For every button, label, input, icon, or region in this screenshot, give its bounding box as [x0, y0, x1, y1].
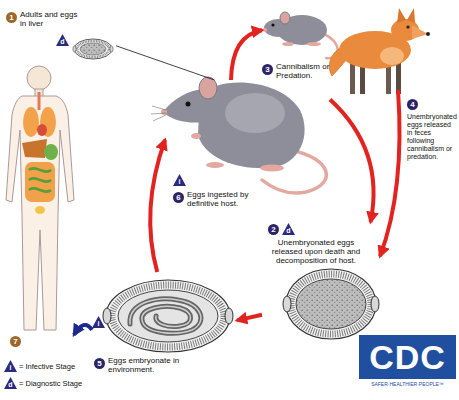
unembryonated-egg	[283, 269, 379, 339]
callout-number: 1	[6, 12, 17, 23]
liver-egg-part	[74, 39, 112, 59]
rat-definitive-host-part	[206, 162, 224, 168]
caption-text: Eggs embryonate in environment.	[108, 356, 208, 374]
liver-egg-part	[110, 46, 113, 52]
fox-predator-part	[397, 8, 406, 23]
callout-number: 5	[94, 358, 105, 369]
human-figure-part	[6, 96, 74, 330]
human-figure-part	[38, 92, 41, 110]
unembryonated-egg-part	[283, 296, 291, 312]
human-figure-part	[23, 107, 39, 137]
stage-group: 1Adults and eggs in liver d	[4, 4, 116, 62]
liver-egg-part	[73, 46, 76, 52]
caption-text: Eggs ingested by definitive host.	[187, 190, 267, 208]
callout-number: 4	[407, 99, 418, 110]
fox-predator-part	[412, 25, 428, 39]
rat-predated	[263, 12, 338, 58]
rat-predated-part	[263, 28, 267, 32]
stage-group: i 5Eggs embryonate in environment.	[92, 272, 237, 390]
legend-text: = Diagnostic Stage	[19, 379, 82, 388]
cycle-arrow	[380, 90, 400, 256]
callout-number: 3	[262, 64, 273, 75]
callout-number: 2	[268, 224, 279, 235]
caption-text: Adults and eggs in liver	[20, 10, 84, 28]
fox-predator-part	[407, 8, 415, 23]
human-figure-part	[25, 162, 55, 202]
fox-predator-part	[426, 32, 430, 36]
embryonated-egg-part	[225, 308, 233, 324]
unembryonated-egg-part	[286, 269, 376, 339]
fox-predator-part	[406, 25, 409, 28]
logo-text: CDC	[359, 335, 456, 379]
fox-predator	[329, 8, 430, 94]
rat-definitive-host-part	[151, 106, 166, 121]
human-figure-part	[37, 124, 47, 136]
stage-group: i 6Eggs ingested by definitive host.	[165, 80, 330, 210]
callout-number: 6	[173, 192, 184, 203]
rat-definitive-host	[151, 77, 326, 193]
rat-definitive-host-part	[225, 93, 285, 133]
human-figure-part	[27, 66, 51, 90]
unembryonated-egg-part	[291, 274, 371, 334]
liver-egg	[73, 39, 113, 59]
human-figure-part	[35, 206, 45, 214]
cycle-arrow	[231, 30, 262, 80]
embryonated-egg-part	[130, 299, 201, 333]
rat-predated-part	[280, 12, 290, 24]
stage-symbol: d	[56, 34, 69, 46]
fox-predator-part	[380, 47, 404, 65]
stage-symbol: d	[282, 223, 295, 235]
logo-frame-part	[359, 335, 456, 379]
stage-group: 2dUnembryonated eggs released upon death…	[262, 222, 380, 344]
rat-definitive-host-part	[199, 77, 217, 99]
legend-text: = Infective Stage	[19, 362, 75, 371]
rat-definitive-host-part	[161, 109, 167, 115]
cycle-arrow	[237, 315, 262, 321]
logo-frame	[359, 335, 456, 379]
caption-text: Unembryonated eggs released upon death a…	[264, 238, 368, 265]
logo-tagline: SAFER·HEALTHIER·PEOPLE™	[359, 381, 456, 387]
liver-egg-part	[77, 41, 109, 57]
rat-definitive-host-part	[260, 165, 284, 172]
cycle-arrow	[74, 325, 92, 335]
stage-group: 7	[4, 64, 74, 349]
unembryonated-egg-part	[371, 296, 379, 312]
embryonated-egg	[103, 280, 233, 352]
human-figure	[6, 66, 74, 330]
caption-text: Cannibalism or Predation.	[276, 62, 348, 80]
stage-symbol: i	[4, 360, 17, 372]
embryonated-egg-part	[112, 285, 224, 347]
stage-symbol: i	[92, 316, 105, 328]
cycle-arrow	[150, 140, 165, 272]
embryonated-egg-part	[103, 308, 111, 324]
cycle-arrow	[330, 100, 374, 223]
stage-symbol: i	[173, 174, 186, 186]
human-figure-part	[44, 144, 58, 160]
stage-symbol: d	[4, 377, 17, 389]
rat-predated-part	[271, 23, 274, 26]
embryonated-egg-part	[106, 280, 230, 352]
embryonated-egg-part	[130, 299, 201, 333]
leader-line	[116, 46, 215, 80]
human-figure-part	[29, 168, 51, 191]
rat-definitive-host-part	[186, 102, 191, 107]
rat-definitive-host-part	[191, 133, 201, 139]
unembryonated-egg-part	[296, 279, 366, 329]
liver-egg-part	[80, 43, 106, 55]
arrow-caption: Unembryonated eggs released in feces fol…	[407, 113, 457, 161]
callout-number: 7	[10, 336, 21, 347]
rat-predated-part	[282, 42, 294, 46]
rat-predated-part	[307, 42, 321, 46]
embryonated-egg-part	[118, 290, 218, 342]
human-figure-part	[22, 139, 47, 158]
stage-group: 3Cannibalism or Predation.	[262, 2, 432, 90]
